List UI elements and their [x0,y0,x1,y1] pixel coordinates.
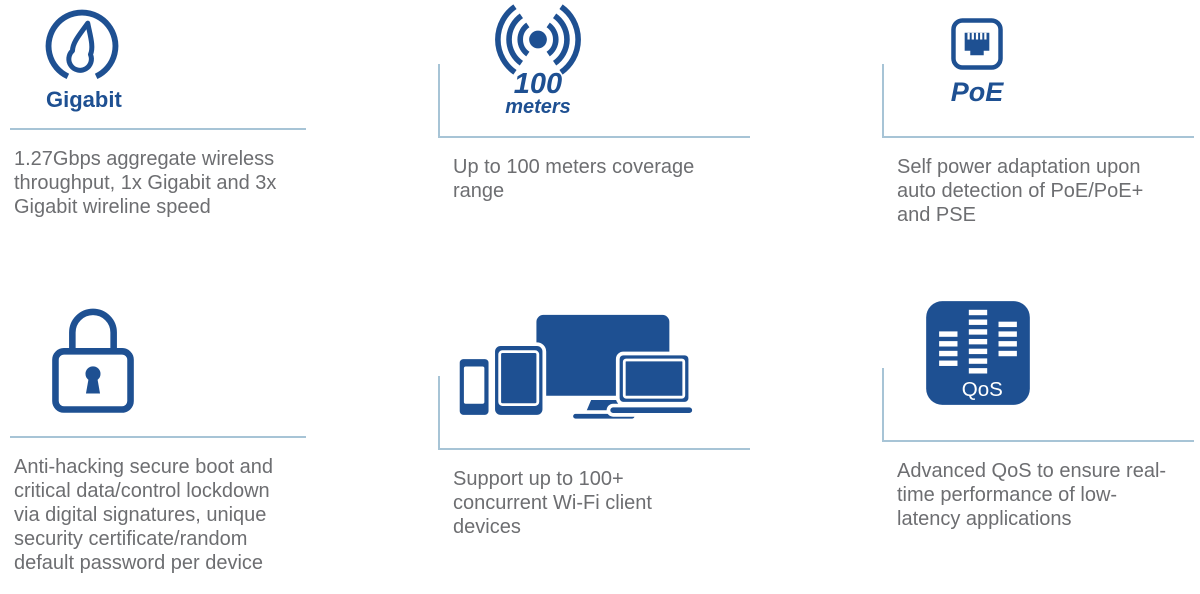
feature-card-clients: Support up to 100+ concurrent Wi-Fi clie… [438,285,750,575]
client-devices-icon [456,310,696,423]
security-icon-area [10,295,306,438]
feature-description: Anti-hacking secure boot and critical da… [14,456,274,574]
coverage-icon-group: 100 meters [448,0,628,118]
equalizer-icon: QoS [926,301,1030,405]
feature-description: Self power adaptation upon auto detectio… [897,156,1144,226]
gigabit-icon-area: Gigabit [10,4,306,130]
gigabit-label: Gigabit [46,87,122,112]
feature-card-poe: PoE Self power adaptation upon auto dete… [882,0,1194,285]
padlock-icon [52,308,134,413]
wifi-broadcast-icon [495,4,581,75]
qos-label: QoS [962,378,1003,401]
feature-description: Advanced QoS to ensure real-time perform… [897,460,1167,530]
feature-description: Up to 100 meters coverage range [453,156,695,202]
feature-card-qos: QoS Advanced QoS to ensure real-time per… [882,285,1194,575]
coverage-value-label: 100 [513,68,563,100]
poe-icon-area: PoE [882,0,1194,138]
speedometer-icon [45,9,119,80]
feature-description: Support up to 100+ concurrent Wi-Fi clie… [453,468,652,538]
poe-icon-group: PoE [912,0,1042,107]
feature-card-gigabit: Gigabit 1.27Gbps aggregate wireless thro… [10,0,306,285]
feature-description: 1.27Gbps aggregate wireless throughput, … [14,148,277,218]
clients-icon-area [438,307,750,450]
poe-label: PoE [950,77,1004,107]
feature-grid: Gigabit 1.27Gbps aggregate wireless thro… [10,0,1194,575]
feature-card-coverage: 100 meters Up to 100 meters coverage ran… [438,0,750,285]
coverage-unit-label: meters [505,96,571,118]
qos-icon-area: QoS [882,299,1194,442]
feature-card-security: Anti-hacking secure boot and critical da… [10,285,306,575]
ethernet-port-icon [951,18,1003,70]
coverage-icon-area: 100 meters [438,0,750,138]
